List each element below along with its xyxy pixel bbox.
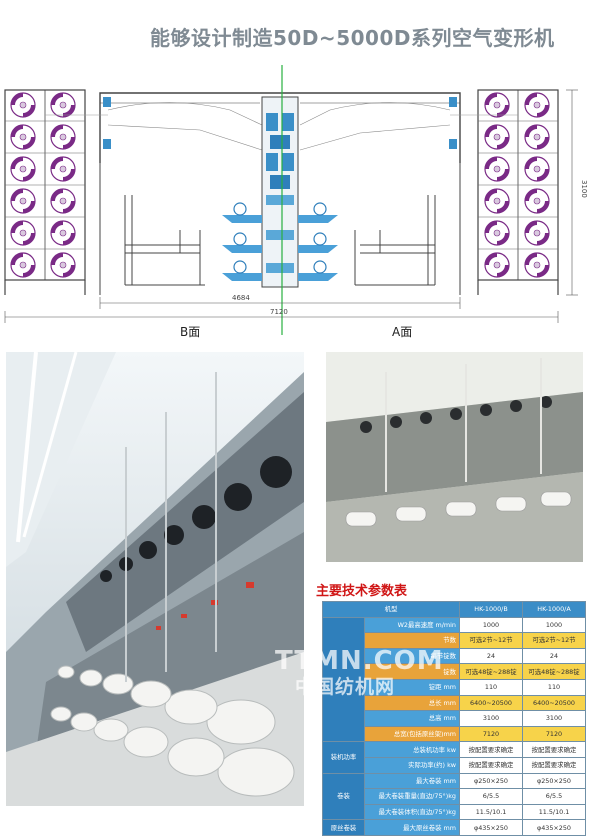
spec-label-cell: 节数	[364, 632, 460, 649]
machine-frame	[45, 92, 518, 295]
machine-diagram: 4684 7120 3100 B面 A面	[4, 65, 588, 339]
spec-value-b: 按配置要求确定	[459, 756, 523, 774]
spec-value-a: 3100	[522, 710, 586, 727]
spec-value-b: 按配置要求确定	[459, 741, 523, 758]
dimension-lines	[4, 89, 578, 323]
spec-value-a: 可选48锭~288锭	[522, 663, 586, 680]
spec-value-b: 1000	[459, 616, 523, 634]
spec-header-model: 机型	[322, 601, 460, 618]
spec-label-cell: 锭距 mm	[364, 678, 460, 696]
spec-value-b: 3100	[459, 710, 523, 727]
spec-group-cell: 装机功率	[322, 741, 365, 774]
machine-photo-right	[326, 352, 583, 562]
side-b-label: B面	[180, 325, 200, 339]
spec-value-a: 1000	[522, 616, 586, 634]
spec-value-a: 按配置要求确定	[522, 756, 586, 774]
spec-value-b: φ435×250	[459, 819, 523, 836]
spec-group-cell: 原丝卷装	[322, 819, 365, 836]
spec-label-cell: 总宽(包括原丝架)mm	[364, 725, 460, 743]
right-creel	[477, 89, 559, 295]
spec-value-a: 按配置要求确定	[522, 741, 586, 758]
spec-value-b: 可选48锭~288锭	[459, 663, 523, 680]
spec-label-cell: 最大原丝卷装 mm	[364, 819, 460, 836]
spec-header-a: HK-1000/A	[522, 601, 586, 618]
spec-label-cell: 总装机功率 kw	[364, 741, 460, 758]
spec-value-a: 11.5/10.1	[522, 803, 586, 821]
spec-label-cell: 每节锭数	[364, 647, 460, 665]
spec-label-cell: 最大卷装重量(直边/75°)kg	[364, 788, 460, 805]
spec-value-b: 6400~20500	[459, 694, 523, 712]
spec-value-b: 7120	[459, 725, 523, 743]
spec-value-a: 7120	[522, 725, 586, 743]
spec-value-a: φ250×250	[522, 772, 586, 790]
spec-group-cell	[322, 616, 365, 743]
spec-header-row: 机型 HK-1000/B HK-1000/A	[322, 601, 586, 618]
spec-value-a: 110	[522, 678, 586, 696]
right-stand	[354, 195, 436, 286]
dim-total: 7120	[270, 308, 288, 316]
spec-value-a: 6400~20500	[522, 694, 586, 712]
spec-label-cell: 总高 mm	[364, 710, 460, 727]
spec-label-cell: W2最高速度 m/min	[364, 616, 460, 634]
left-stand	[124, 195, 205, 286]
spec-value-a: 可选2节~12节	[522, 632, 586, 649]
left-creel	[4, 89, 86, 295]
spec-group-cell: 卷装	[322, 772, 365, 821]
spec-value-a: 6/5.5	[522, 788, 586, 805]
dim-inner: 4684	[232, 294, 250, 302]
spec-value-b: 11.5/10.1	[459, 803, 523, 821]
spec-value-a: φ435×250	[522, 819, 586, 836]
spec-table-title: 主要技术参数表	[316, 584, 408, 599]
spec-label-cell: 最大卷装体积(直边/75°)kg	[364, 803, 460, 821]
page-title: 能够设计制造50D~5000D系列空气变形机	[150, 26, 555, 50]
spec-value-b: 6/5.5	[459, 788, 523, 805]
spec-label-cell: 实际功率(约) kw	[364, 756, 460, 774]
spec-value-b: φ250×250	[459, 772, 523, 790]
spec-value-b: 可选2节~12节	[459, 632, 523, 649]
machine-photo-left	[6, 352, 304, 806]
spec-label-cell: 总长 mm	[364, 694, 460, 712]
dim-height: 3100	[580, 180, 588, 198]
spec-value-b: 110	[459, 678, 523, 696]
spec-row: 节数可选2节~12节可选2节~12节	[323, 632, 586, 649]
central-column	[103, 96, 457, 288]
spec-label-cell: 最大卷装 mm	[364, 772, 460, 790]
side-a-label: A面	[392, 325, 412, 339]
spec-header-b: HK-1000/B	[459, 601, 523, 618]
spec-label-cell: 锭数	[364, 663, 460, 680]
spec-value-b: 24	[459, 647, 523, 665]
spec-value-a: 24	[522, 647, 586, 665]
